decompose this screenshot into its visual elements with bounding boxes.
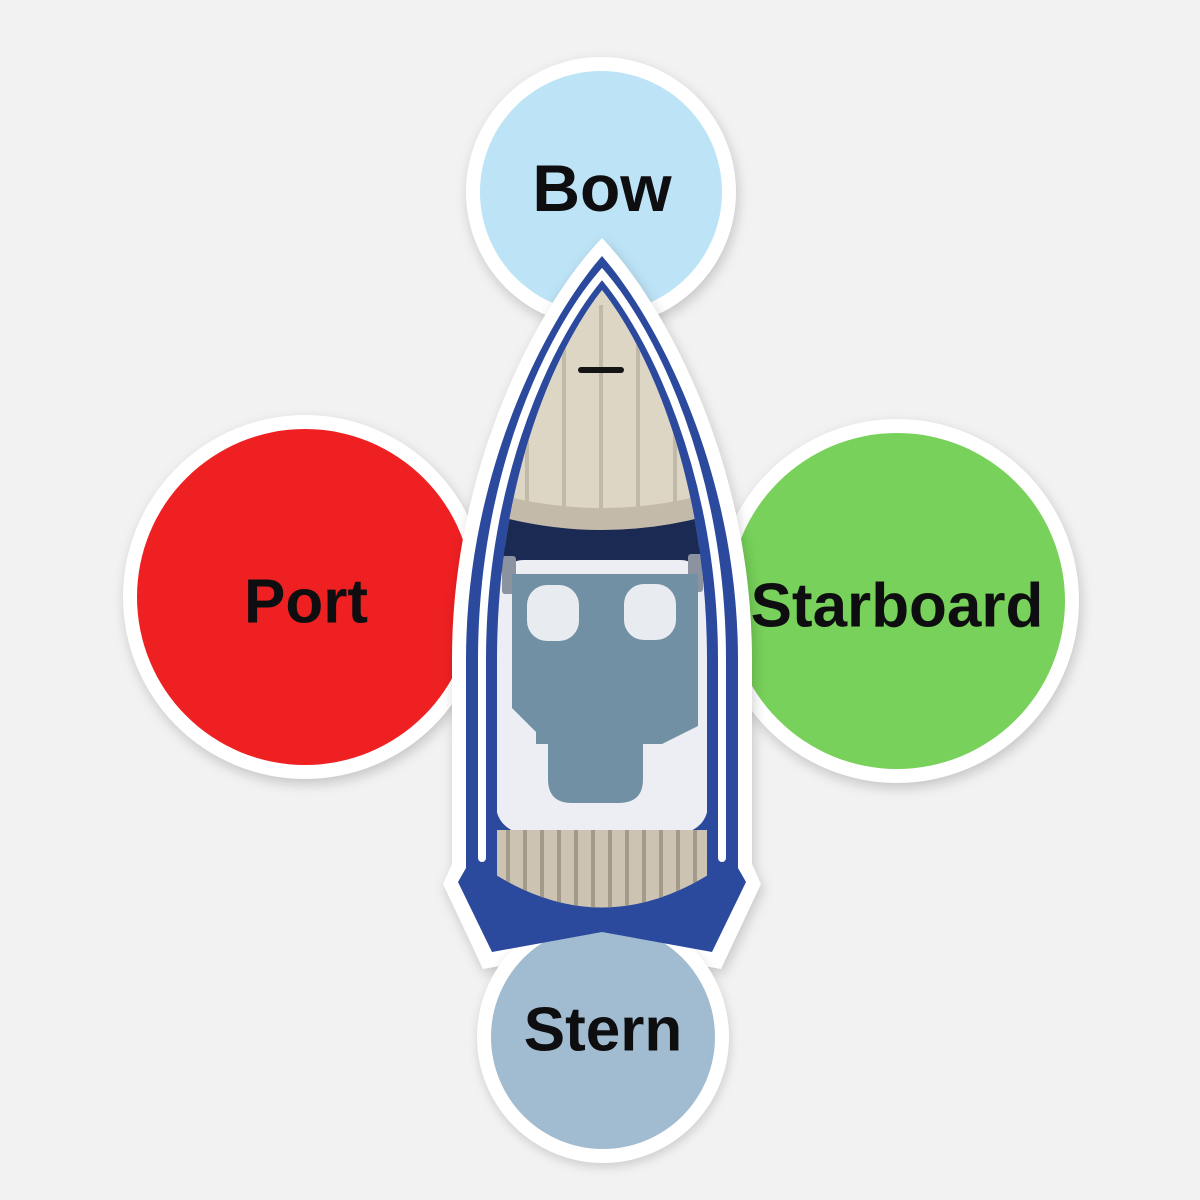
coaming-band [497, 492, 707, 530]
starboard-label: Starboard [751, 572, 1044, 641]
stern-deck [497, 830, 707, 908]
bow-circle [480, 71, 722, 313]
stern-circle [491, 925, 715, 1149]
hull-pinstripe [478, 267, 726, 862]
port-seat [527, 585, 579, 641]
direction-circles [123, 57, 1079, 783]
stern-label: Stern [524, 996, 682, 1065]
bow-label: Bow [532, 151, 672, 225]
stern-circle-group [477, 911, 729, 1163]
starboard-circle [729, 433, 1065, 769]
stern-deck-group [497, 830, 707, 908]
port-label: Port [244, 568, 368, 637]
port-circle [137, 429, 473, 765]
starboard-seat [624, 584, 676, 640]
direction-labels: Bow Port Starboard Stern [244, 151, 1043, 1065]
stern-slat-lines [506, 830, 697, 908]
bow-cleat [578, 367, 624, 373]
